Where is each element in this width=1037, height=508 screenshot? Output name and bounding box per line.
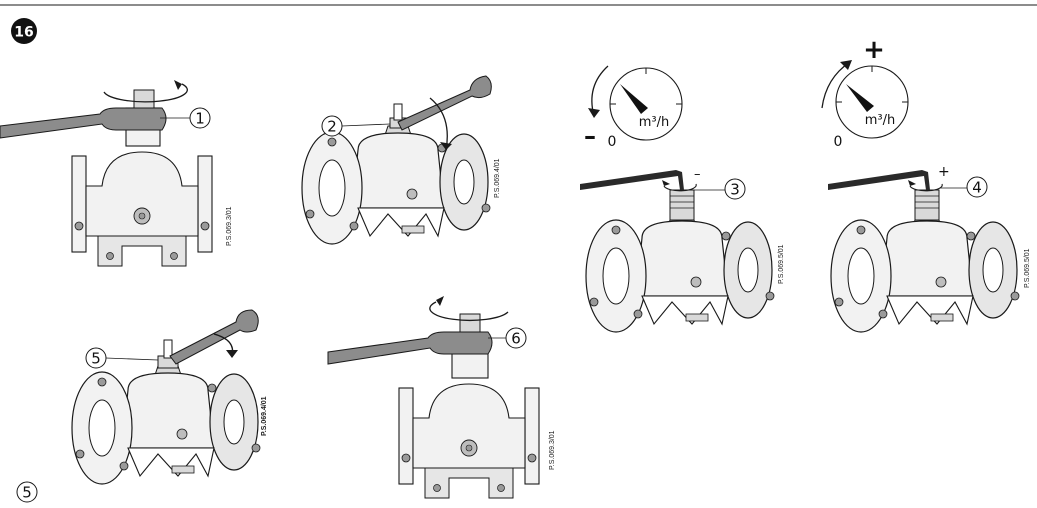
figure-code-1: P.S.069.3/01 (226, 206, 233, 246)
gauge-unit-minus: m³/h (639, 115, 670, 130)
callout-5: 5 (91, 350, 101, 368)
hex-key-icon-2 (828, 170, 930, 190)
gauge-plus: m³/h 0 + (821, 35, 909, 150)
callout-4: 4 (972, 179, 982, 197)
step-6-illustration: 6 P.S.069.3/01 (327, 296, 556, 499)
rotate-arrow-icon (103, 83, 188, 103)
step-4-sign: + (938, 164, 950, 180)
gauge-zero-plus: 0 (834, 134, 843, 150)
step-5-illustration: 5 P.S.069.4/01 (71, 309, 268, 485)
callout-3: 3 (730, 181, 740, 199)
callout-6: 6 (511, 330, 521, 348)
callout-1: 1 (195, 110, 205, 128)
step-2-illustration: 2 P.S.069.4/01 (301, 75, 501, 245)
gauge-zero-minus: 0 (608, 134, 617, 150)
step-1-illustration: 1 P.S.069.3/01 (0, 80, 233, 267)
footer-step-marker: 5 (16, 481, 38, 503)
step-badge: 16 (11, 18, 37, 44)
figure-code-5: P.S.069.4/01 (261, 396, 268, 436)
gauge-sign-plus: + (863, 35, 885, 65)
gauge-unit-plus: m³/h (865, 113, 896, 128)
wrench-icon-6 (327, 331, 493, 365)
gauge-minus: m³/h 0 – (584, 65, 683, 150)
footer-step-number: 5 (22, 484, 32, 502)
gauge-sign-minus: – (584, 122, 596, 150)
step-3-illustration: m³/h 0 – – 3 P.S.069.5/01 (580, 65, 785, 333)
figure-code-2: P.S.069.4/01 (494, 158, 501, 198)
hex-key-icon (580, 170, 684, 190)
wrench-icon (0, 107, 167, 139)
wrench-icon-5 (169, 309, 259, 365)
rotate-arrow-icon-6 (429, 301, 509, 322)
figure-code-3: P.S.069.5/01 (778, 244, 785, 284)
step-4-illustration: m³/h 0 + + 4 P.S.069.5/01 (821, 35, 1031, 333)
callout-2: 2 (327, 118, 337, 136)
wrench-icon-2 (397, 75, 492, 131)
step-badge-number: 16 (14, 25, 33, 41)
figure-code-6: P.S.069.3/01 (549, 430, 556, 470)
step-3-sign: – (694, 167, 701, 182)
decrease-arrow-icon (591, 65, 609, 117)
figure-code-4: P.S.069.5/01 (1024, 248, 1031, 288)
